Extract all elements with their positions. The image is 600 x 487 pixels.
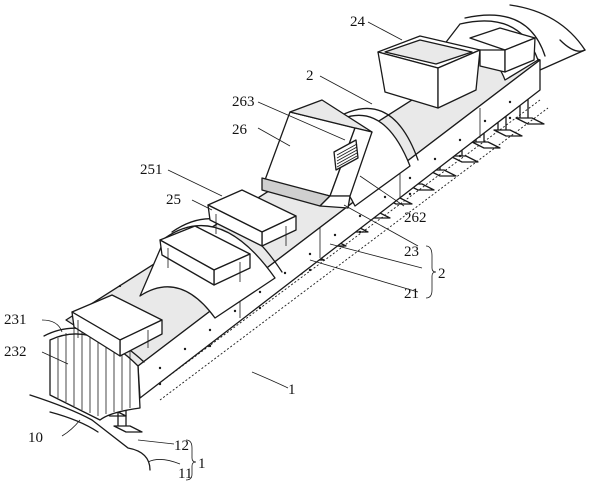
label-2-brace: 2 xyxy=(438,266,446,282)
label-21: 21 xyxy=(404,286,419,302)
reference-labels: 24 2 263 26 251 25 262 23 2 21 231 232 1… xyxy=(4,14,446,482)
lid-plates xyxy=(71,189,297,357)
label-24: 24 xyxy=(350,14,366,30)
label-12: 12 xyxy=(174,438,189,454)
label-262: 262 xyxy=(404,210,427,226)
label-10: 10 xyxy=(28,430,43,446)
leader-lines xyxy=(41,21,437,481)
vent-grille xyxy=(333,139,359,171)
label-2-top: 2 xyxy=(306,68,314,84)
label-263: 263 xyxy=(232,94,255,110)
label-251: 251 xyxy=(140,162,163,178)
tunnel-trough xyxy=(29,4,586,471)
label-11: 11 xyxy=(178,466,192,482)
label-232: 232 xyxy=(4,344,27,360)
label-23: 23 xyxy=(404,244,419,260)
label-1-brace: 1 xyxy=(198,456,206,472)
label-1-mid: 1 xyxy=(288,382,296,398)
hopper-housing xyxy=(261,99,373,209)
label-231: 231 xyxy=(4,312,27,328)
label-25: 25 xyxy=(166,192,181,208)
top-box xyxy=(377,27,536,109)
label-26: 26 xyxy=(232,122,248,138)
